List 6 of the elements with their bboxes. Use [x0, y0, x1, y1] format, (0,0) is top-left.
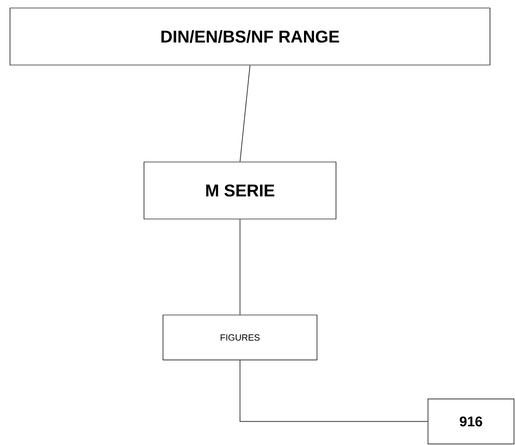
- connector-line: [240, 65, 250, 162]
- connector-line: [240, 360, 428, 422]
- box: DIN/EN/BS/NF RANGE: [10, 8, 490, 66]
- box: M SERIE: [144, 162, 336, 220]
- box: FIGURES: [162, 314, 318, 360]
- box: 916: [428, 398, 514, 444]
